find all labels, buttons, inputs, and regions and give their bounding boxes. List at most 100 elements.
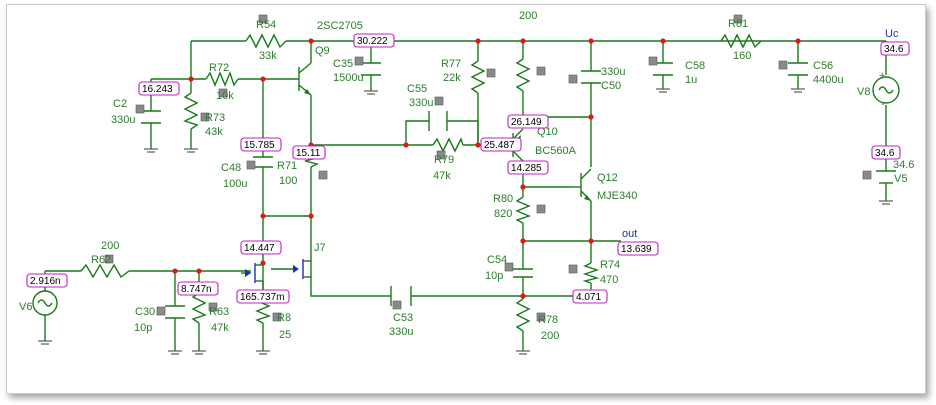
label-r62: R62 <box>91 254 111 266</box>
schematic-canvas: + - <box>6 4 926 394</box>
svg-text:2.916n: 2.916n <box>30 276 61 287</box>
label-r54: R54 <box>256 19 276 31</box>
top-label: 200 <box>519 10 537 22</box>
sources: + - <box>32 70 900 316</box>
svg-text:15.11: 15.11 <box>296 148 321 159</box>
label-r78: R78 <box>538 314 558 326</box>
value-c30: 10p <box>134 322 152 334</box>
value-r54: 33k <box>259 50 277 62</box>
probe-7[interactable]: 15.11 <box>292 145 326 160</box>
value-r8: 25 <box>279 329 291 341</box>
value-r71: 100 <box>279 175 297 187</box>
label-r77: R77 <box>441 58 461 70</box>
value-c56: 4400u <box>813 74 844 86</box>
probe-6[interactable]: 15.785 <box>240 137 282 152</box>
resistor-r72 <box>205 71 239 87</box>
value-r62: 200 <box>101 240 119 252</box>
probe-14[interactable]: 165.737m <box>236 289 290 304</box>
label-q9: Q9 <box>315 45 330 57</box>
net-label-out: out <box>622 228 637 240</box>
label-c2: C2 <box>113 98 127 110</box>
svg-text:4.071: 4.071 <box>576 292 601 303</box>
probe-12[interactable]: 2.916n <box>26 273 68 288</box>
probe-8[interactable]: 14.285 <box>507 160 549 175</box>
probe-2[interactable]: 34.6 <box>880 41 910 56</box>
value-c55: 330u <box>409 97 433 109</box>
resistor-r54 <box>245 33 287 49</box>
resistor-r63 <box>191 292 207 324</box>
svg-text:34.6: 34.6 <box>884 44 904 55</box>
capacitors <box>141 62 896 319</box>
label-c55: C55 <box>407 83 427 95</box>
label-r74: R74 <box>600 259 620 271</box>
label-c58: C58 <box>685 60 705 72</box>
label-uc: Uc <box>885 28 899 40</box>
label-c56: C56 <box>813 60 833 72</box>
probe-1[interactable]: 30.222 <box>353 33 395 48</box>
probe-15[interactable]: 4.071 <box>572 289 608 304</box>
label-r73: R73 <box>205 112 225 124</box>
label-q10: Q10 <box>537 126 558 138</box>
value-c48: 100u <box>223 178 247 190</box>
schematic-svg: + - <box>19 10 914 355</box>
value-r81: 160 <box>733 50 751 62</box>
svg-text:165.737m: 165.737m <box>240 292 284 303</box>
value-r80: 820 <box>494 208 512 220</box>
label-v8: V8 <box>857 86 870 98</box>
label-r63: R63 <box>209 306 229 318</box>
label-v5: V5 <box>894 173 907 185</box>
value-r63: 47k <box>211 322 229 334</box>
probe-11[interactable]: 13.639 <box>617 241 659 256</box>
svg-text:15.785: 15.785 <box>244 140 275 151</box>
label-c54: C54 <box>487 254 507 266</box>
label-r72: R72 <box>209 62 229 74</box>
value-c53: 330u <box>389 326 413 338</box>
label-r81: R81 <box>728 18 748 30</box>
value-r78: 200 <box>541 330 559 342</box>
resistor-r80 <box>515 196 531 224</box>
svg-text:26.149: 26.149 <box>511 117 542 128</box>
probe-3[interactable]: 16.243 <box>138 81 180 96</box>
value-c50: 330u <box>601 66 625 78</box>
resistor-r74 <box>582 262 600 284</box>
probe-10[interactable]: 14.447 <box>240 240 282 255</box>
label-c50: C50 <box>601 80 621 92</box>
label-r71: R71 <box>277 160 297 172</box>
label-r8: R8 <box>277 312 291 324</box>
label-j7: J7 <box>314 242 326 254</box>
probes: 30.222 34.6 16.243 26.149 25.487 15.785 … <box>26 33 910 304</box>
svg-text:+: + <box>879 70 885 82</box>
svg-text:25.487: 25.487 <box>484 140 515 151</box>
label-v6: V6 <box>19 301 32 313</box>
probe-4[interactable]: 26.149 <box>507 114 549 129</box>
svg-text:14.447: 14.447 <box>244 243 275 254</box>
value-c54: 10p <box>485 270 503 282</box>
probe-9[interactable]: 34.6 <box>871 145 901 160</box>
value-r79: 47k <box>433 170 451 182</box>
label-q12: Q12 <box>597 172 618 184</box>
value-r74: 470 <box>600 274 618 286</box>
svg-text:34.6: 34.6 <box>875 148 895 159</box>
value-r72: 10k <box>216 90 234 102</box>
label-c30: C30 <box>135 306 155 318</box>
svg-text:8.747n: 8.747n <box>181 284 212 295</box>
resistor-r79 <box>432 137 464 153</box>
resistor-unlabeled <box>515 58 531 92</box>
value-c35: 1500u <box>333 72 364 84</box>
svg-text:14.285: 14.285 <box>511 163 542 174</box>
label-r80: R80 <box>493 193 513 205</box>
value-c2: 330u <box>111 114 135 126</box>
junctions <box>172 38 801 299</box>
label-c48: C48 <box>221 162 241 174</box>
grounds <box>37 88 894 355</box>
label-c53: C53 <box>393 312 413 324</box>
value-c58: 1u <box>685 74 697 86</box>
component-labels: 200 R54 33k 2SC2705 Q9 C35 1500u R77 22k… <box>19 10 914 342</box>
value-r77: 22k <box>443 72 461 84</box>
label-r79: R79 <box>434 154 454 166</box>
probe-13[interactable]: 8.747n <box>177 281 219 296</box>
svg-text:30.222: 30.222 <box>357 36 388 47</box>
value-q9: 2SC2705 <box>317 20 363 32</box>
component-tabs <box>104 14 872 322</box>
probe-5[interactable]: 25.487 <box>480 137 522 152</box>
